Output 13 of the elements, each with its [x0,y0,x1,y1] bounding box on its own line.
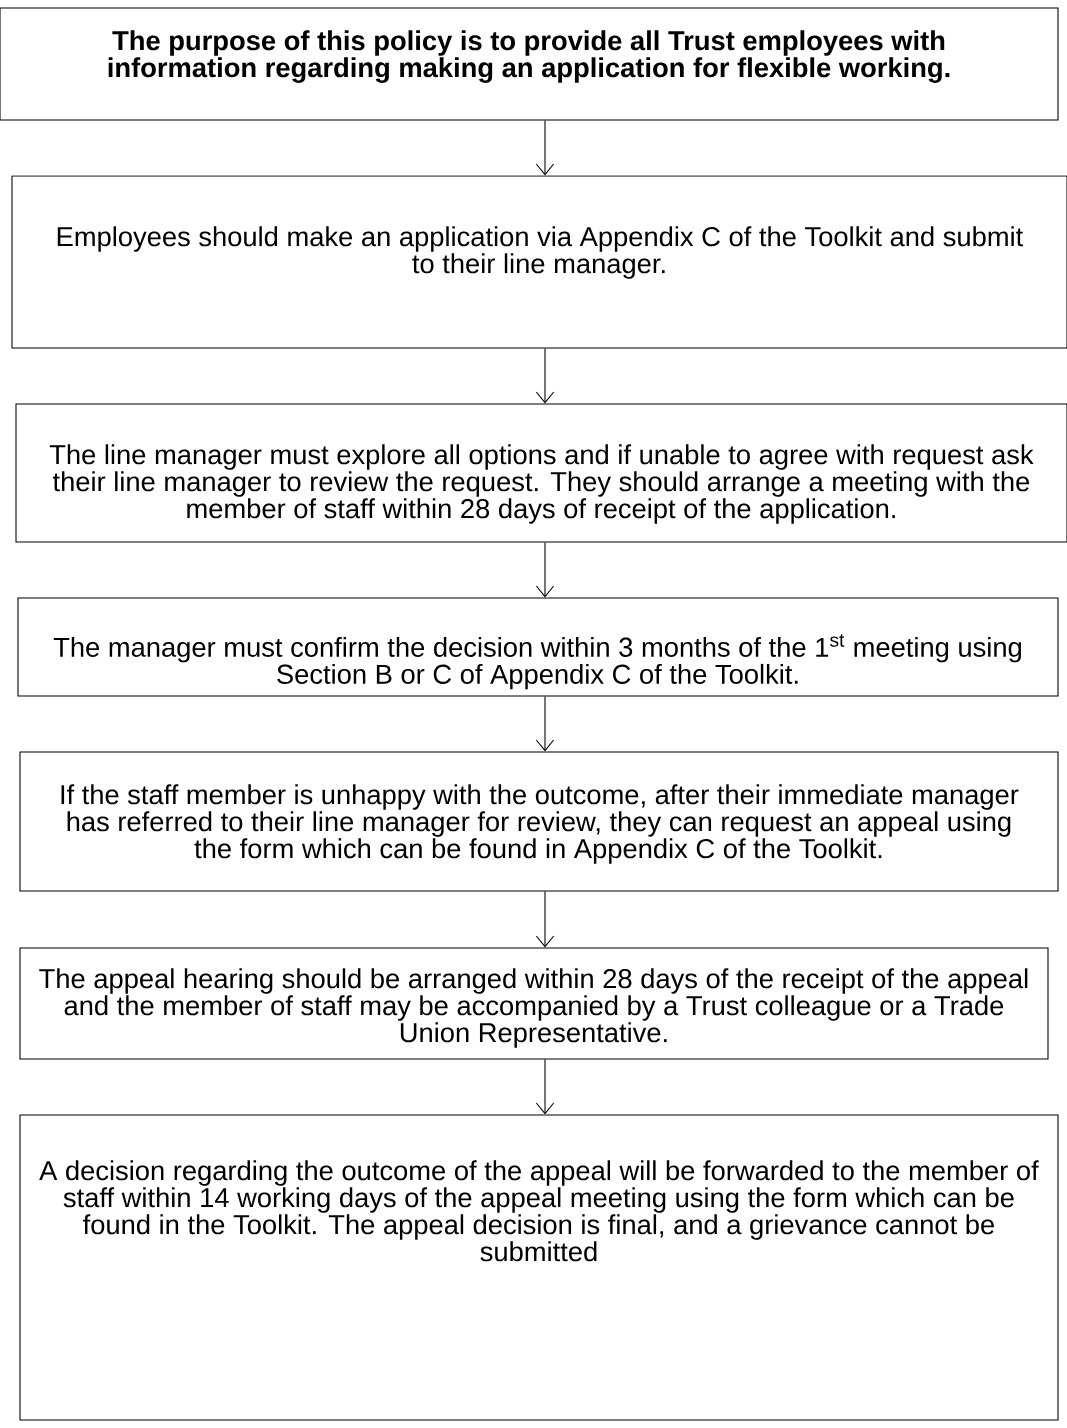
arrow [535,696,555,752]
process-box: The manager must confirm the decision within 3 months of the 1$^{st}$ meeting using Section B or C of Appendix C of the Toolkit. [17,597,1059,697]
process-box: The appeal hearing should be arranged within 28 days of the receipt of the appeal and the member of staff may be accompanied by a Trust colleague or a Trade Union Representative. [19,947,1049,1060]
process-box: If the staff member is unhappy with the outcome, after their immediate manager has referred to their line manager for review, they can request an appeal using the form which can be found in Appendix C of the Toolkit. [19,751,1059,892]
process-box: The purpose of this policy is to provide all Trust employees with information regarding making an application for flexible working. [0,7,1059,121]
process-box: The line manager must explore all options and if unable to agree with request ask their line manager to review the request. They should arrange a meeting with the member of staff within 28 days of receipt of the application. [15,403,1067,543]
arrow [535,891,555,948]
arrow [535,1059,555,1115]
process-box: Employees should make an application via Appendix C of the Toolkit and submit to their line manager. [11,175,1067,349]
arrow [535,348,555,404]
arrow [535,120,555,176]
arrow [535,542,555,598]
process-box: A decision regarding the outcome of the appeal will be forwarded to the member of staff within 14 working days of the appeal meeting using the form which can be found in the Toolkit. The appeal decision is final, and a grievance cannot be submitted [19,1114,1059,1421]
